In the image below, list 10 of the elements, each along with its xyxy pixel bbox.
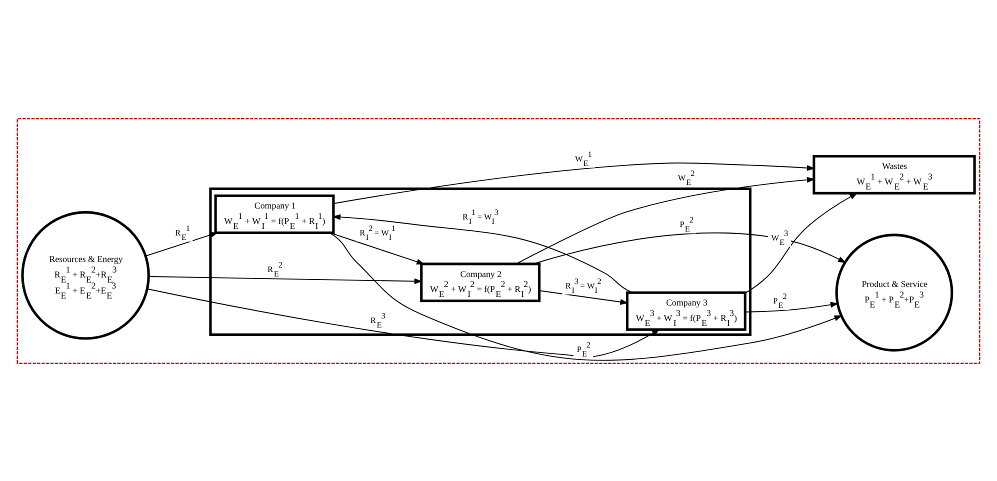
arrow <box>332 214 633 293</box>
arrow <box>145 232 218 256</box>
arrow <box>744 301 839 312</box>
arrow <box>538 290 629 304</box>
arrow <box>148 276 423 284</box>
arrow <box>330 232 425 264</box>
arrow <box>744 192 858 293</box>
cluster <box>16 118 980 364</box>
arrow <box>333 162 816 204</box>
arrow <box>516 176 816 264</box>
